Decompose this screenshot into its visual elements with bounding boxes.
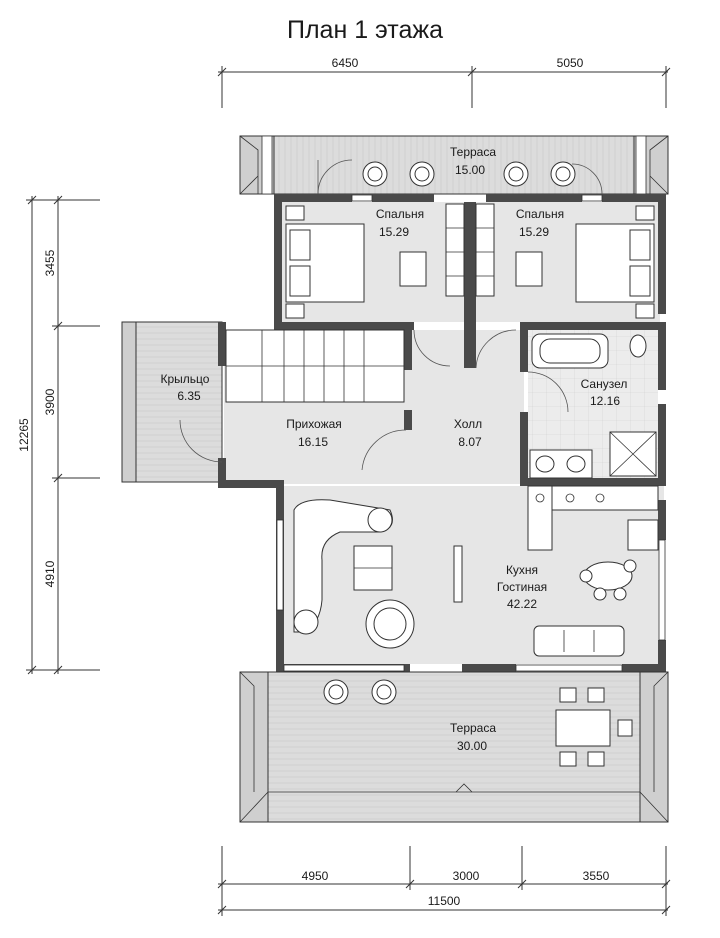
dim-left-seg-1: 3455 (43, 249, 57, 276)
terrace-chairs-top (362, 161, 576, 187)
dim-left-seg-3: 4910 (43, 560, 57, 587)
terrace-bottom-name: Терраса (450, 721, 496, 735)
dim-bottom-2: 3000 (453, 869, 480, 883)
hallway-area: 16.15 (298, 435, 328, 449)
plan-title: План 1 этажа (287, 16, 443, 44)
bathroom-name: Санузел (581, 377, 628, 391)
terrace-bottom-area (239, 671, 669, 823)
bedroom-right-area: 15.29 (519, 225, 549, 239)
top-dimensions: 6450 5050 (217, 56, 671, 108)
porch-area-value: 6.35 (177, 389, 201, 403)
living-room-furniture (293, 499, 625, 657)
bedroom-right-name: Спальня (516, 207, 564, 221)
staircase (225, 329, 405, 403)
hallway-name: Прихожая (286, 417, 342, 431)
windows (276, 194, 666, 672)
room-labels: Терраса 15.00 Спальня 15.29 Спальня 15.2… (161, 145, 628, 753)
dim-top-right: 5050 (557, 56, 584, 70)
hall-area: 8.07 (458, 435, 482, 449)
terrace-top-area-value: 15.00 (455, 163, 485, 177)
dim-left-total: 12265 (17, 418, 31, 452)
bedroom-left-furniture (285, 203, 465, 319)
kitchen-name: Кухня (506, 563, 538, 577)
dim-left-seg-2: 3900 (43, 388, 57, 415)
living-room-name: Гостиная (497, 580, 547, 594)
dim-bottom-3: 3550 (583, 869, 610, 883)
kitchen-area: 42.22 (507, 597, 537, 611)
bedroom-right-furniture (475, 203, 655, 319)
porch-area (121, 321, 223, 483)
hall-name: Холл (454, 417, 482, 431)
porch-name: Крыльцо (161, 372, 210, 386)
bathroom-fixtures (529, 333, 657, 479)
terrace-bottom-area-value: 30.00 (457, 739, 487, 753)
bathroom-area: 12.16 (590, 394, 620, 408)
kitchen-furniture (527, 485, 659, 601)
bottom-dimensions: 4950 3000 3550 11500 (217, 846, 671, 916)
terrace-top-name: Терраса (450, 145, 496, 159)
left-dimensions: 12265 3455 3900 4910 (17, 195, 100, 675)
terrace-top-area (239, 135, 669, 195)
dim-bottom-total: 11500 (428, 894, 461, 908)
bedroom-left-area: 15.29 (379, 225, 409, 239)
bedroom-left-name: Спальня (376, 207, 424, 221)
dim-bottom-1: 4950 (302, 869, 329, 883)
dim-top-left: 6450 (332, 56, 359, 70)
